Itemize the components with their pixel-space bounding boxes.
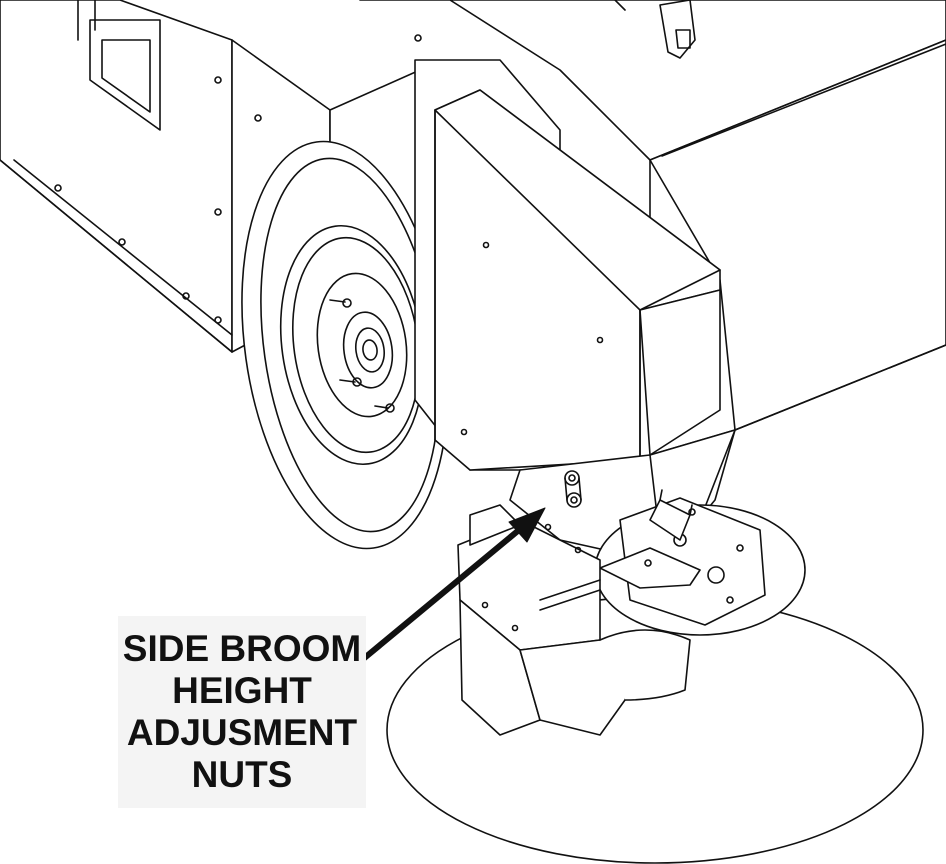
broom-mounting-plate: [594, 489, 806, 636]
front-guard: [457, 504, 691, 736]
adjustment-nuts: [564, 470, 582, 508]
rear-wheel: [241, 140, 449, 550]
broom-arm-housing: [414, 59, 736, 561]
callout-line-1: SIDE BROOM: [122, 628, 362, 669]
callout-line-2: HEIGHT: [172, 670, 312, 711]
hopper-lid: [359, 0, 946, 431]
leader-arrow: [359, 507, 546, 663]
callout-line-3: ADJUSMENT: [126, 712, 358, 753]
side-broom-height-callout: SIDE BROOM HEIGHT ADJUSMENT NUTS: [118, 616, 366, 808]
callout-line-4: NUTS: [191, 754, 293, 795]
